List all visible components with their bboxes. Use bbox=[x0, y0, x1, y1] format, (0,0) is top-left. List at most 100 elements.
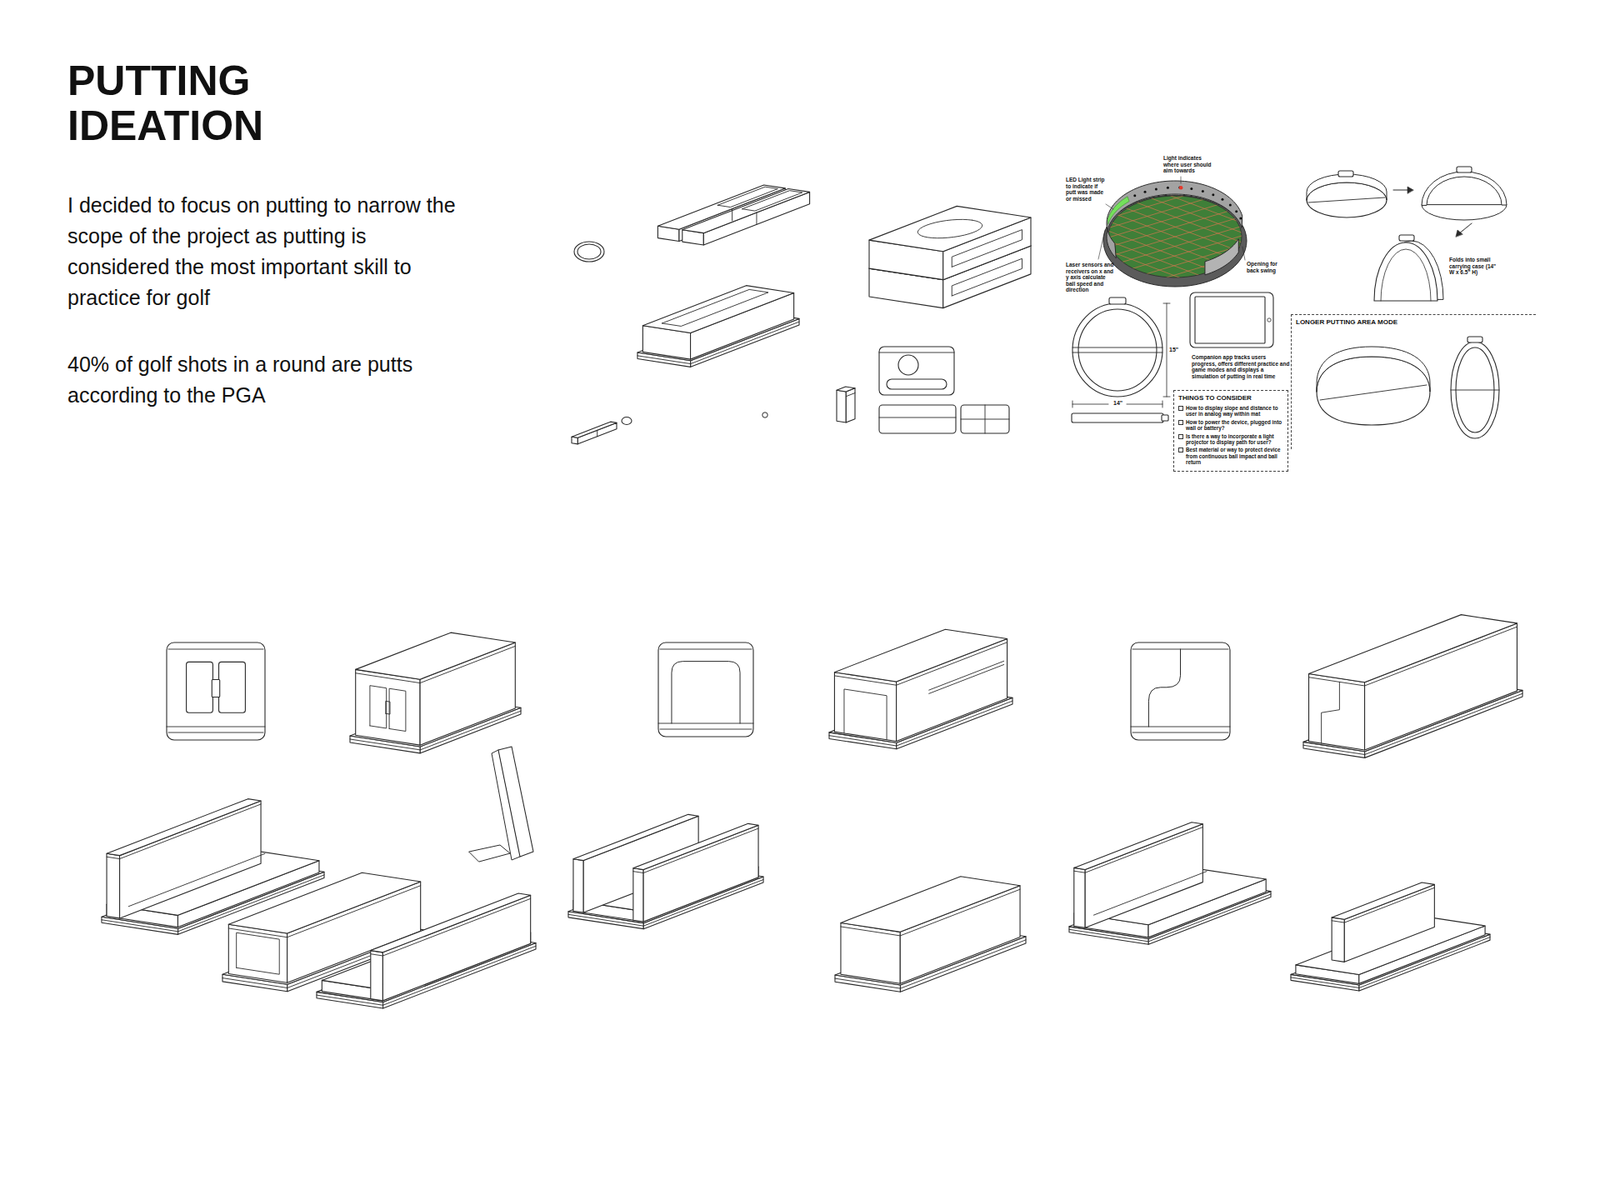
sketch-face bbox=[1074, 822, 1204, 870]
end-view-line bbox=[1132, 732, 1229, 734]
folded-case-rim bbox=[1380, 249, 1431, 301]
sketch-face bbox=[228, 872, 420, 934]
sketch-line bbox=[568, 880, 764, 927]
sketch-line bbox=[834, 642, 1007, 685]
laser-sensor bbox=[1166, 186, 1170, 190]
led-strip bbox=[1107, 196, 1130, 225]
sketch-line bbox=[742, 190, 803, 211]
laser-sensor bbox=[1211, 193, 1215, 196]
sketch-face bbox=[836, 390, 846, 423]
laser-sensor bbox=[1155, 187, 1158, 190]
checklist-item: How to power the device, plugged into wa… bbox=[1185, 419, 1284, 432]
laser-sensor bbox=[1235, 210, 1238, 213]
long-case-handle bbox=[1467, 336, 1483, 343]
side-view-line bbox=[960, 419, 1010, 420]
sketch-line bbox=[596, 430, 598, 437]
sketch-face bbox=[643, 825, 759, 922]
twin-bar-sketch bbox=[657, 185, 810, 245]
leader-line bbox=[1098, 230, 1105, 260]
front-wall bbox=[1205, 239, 1239, 275]
checkbox bbox=[1178, 420, 1184, 425]
u-tray-sketch bbox=[568, 814, 764, 929]
case-side-view bbox=[1071, 413, 1164, 423]
sketch-line bbox=[951, 258, 1022, 296]
long-case-line bbox=[1450, 390, 1500, 391]
fold-line bbox=[1072, 347, 1163, 349]
sketch-line bbox=[917, 219, 982, 238]
pen-cap-sketch bbox=[621, 417, 632, 425]
sketch-face bbox=[106, 853, 120, 919]
front-view-line bbox=[879, 352, 955, 354]
laser-sensor bbox=[1239, 216, 1242, 220]
front-view-slot bbox=[886, 379, 947, 390]
sketch-face bbox=[840, 876, 1020, 933]
dimension-label: 14" bbox=[1111, 400, 1125, 407]
sketch-face bbox=[571, 421, 617, 438]
sketch-face bbox=[836, 386, 855, 392]
sketch-line bbox=[228, 885, 420, 938]
fold-arrowhead bbox=[1455, 230, 1463, 237]
half-fold-handle bbox=[1456, 166, 1472, 173]
sketch-line bbox=[929, 660, 1005, 690]
stand-sketch bbox=[469, 746, 534, 862]
sketch-line bbox=[236, 932, 280, 975]
fold-sequence bbox=[1306, 166, 1507, 301]
dimension-line bbox=[1072, 404, 1109, 405]
slot-box-sketch bbox=[637, 285, 800, 368]
dimension-tick bbox=[1163, 303, 1170, 305]
leader-line bbox=[1105, 204, 1114, 210]
page-title: PUTTING IDEATION bbox=[67, 58, 351, 149]
sketch-face bbox=[1309, 615, 1518, 683]
sketch-line bbox=[1321, 681, 1340, 744]
checklist-box: THINGS TO CONSIDERHow to display slope a… bbox=[1173, 390, 1289, 472]
end-view-line bbox=[168, 732, 264, 734]
checkbox bbox=[1178, 434, 1184, 440]
door-panel bbox=[186, 661, 214, 713]
sketch-line bbox=[731, 209, 733, 221]
folded-case-front bbox=[1374, 242, 1438, 301]
dot-sketch bbox=[762, 412, 768, 418]
sketch-line bbox=[717, 186, 778, 207]
sketch-face bbox=[1074, 867, 1085, 928]
end-view-outline bbox=[1130, 642, 1230, 740]
open-tray-divider bbox=[1308, 197, 1385, 203]
checklist-row: How to display slope and distance to use… bbox=[1178, 405, 1284, 418]
sketch-face bbox=[633, 823, 759, 870]
end-view-outline bbox=[658, 642, 754, 737]
half-fold-wall bbox=[1421, 171, 1507, 205]
laser-sensor bbox=[1201, 190, 1205, 193]
end-view-line bbox=[660, 729, 752, 730]
mat-grid-line bbox=[1106, 112, 1310, 190]
l-tray-sketch-b bbox=[316, 893, 536, 1009]
laser-sensor bbox=[1144, 190, 1147, 194]
long-case-outer bbox=[1450, 341, 1500, 439]
side-view-sketch bbox=[960, 405, 1010, 434]
checkbox bbox=[1178, 447, 1184, 453]
mat-grid-line bbox=[1080, 180, 1283, 258]
sketch-face bbox=[633, 868, 644, 922]
sketch-face bbox=[382, 895, 530, 1001]
sketch-line bbox=[661, 289, 769, 326]
sketch-face bbox=[834, 672, 896, 742]
sketch-face bbox=[1085, 824, 1203, 928]
door-box-sketch bbox=[350, 632, 521, 754]
sketch-line bbox=[844, 689, 887, 740]
sketch-line bbox=[1303, 693, 1523, 755]
sketch-line bbox=[633, 828, 759, 873]
sketch-line bbox=[1074, 827, 1204, 874]
back-wall bbox=[1106, 180, 1243, 258]
end-view-line bbox=[658, 723, 754, 725]
end-view-door bbox=[166, 642, 265, 740]
end-view-line bbox=[166, 726, 265, 728]
long-tray-base bbox=[1316, 356, 1430, 425]
callout-text: LED Light strip to indicate if putt was … bbox=[1065, 176, 1108, 202]
sketch-line bbox=[1309, 626, 1518, 686]
checklist-row: Is there a way to incorporate a light pr… bbox=[1178, 433, 1284, 446]
sketch-line bbox=[389, 688, 406, 731]
lens-sketch bbox=[577, 244, 601, 260]
dimension-label: 15" bbox=[1169, 346, 1179, 354]
sketch-line bbox=[1069, 894, 1271, 942]
fold-arrowhead bbox=[1407, 186, 1414, 194]
